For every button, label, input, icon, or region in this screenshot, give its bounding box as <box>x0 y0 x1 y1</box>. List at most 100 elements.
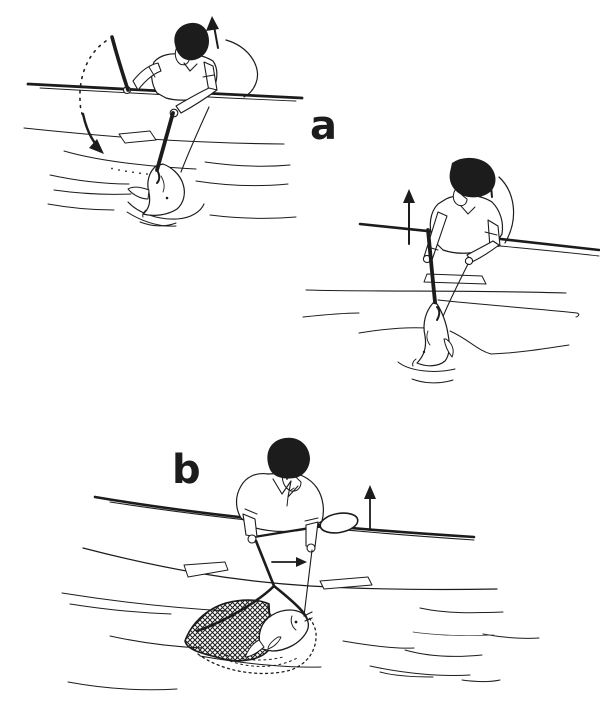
water-wave <box>369 665 471 677</box>
water-wave <box>61 592 228 612</box>
water-wave <box>404 649 483 657</box>
shirt-collar <box>460 205 476 215</box>
fish-tail <box>244 639 265 658</box>
gaff-hook <box>436 306 441 321</box>
fish <box>258 609 309 652</box>
water-waves <box>302 299 580 355</box>
fish-fin <box>267 636 282 650</box>
shirt-placket <box>286 496 289 507</box>
gaff-pole <box>155 111 175 172</box>
fish-mouth <box>304 617 313 622</box>
water-wave <box>69 603 172 615</box>
fisher-arm <box>305 521 319 548</box>
water-wave <box>449 330 570 355</box>
motion-curve <box>498 176 515 244</box>
fishing-line <box>180 106 210 173</box>
water-wave <box>358 327 428 334</box>
fisher-hair <box>174 22 209 61</box>
panel-label-a: a <box>310 103 337 149</box>
swing-arrowhead <box>89 139 104 154</box>
thwart-seat <box>423 273 487 285</box>
water-wave <box>412 631 495 636</box>
sleeve-cuff-line <box>484 231 498 236</box>
fisher-mouth <box>290 487 295 491</box>
fisher-hair <box>267 437 310 479</box>
fish-eye <box>422 350 426 354</box>
paddle-blade <box>319 512 359 534</box>
up-arrowhead <box>483 166 495 180</box>
water-wave <box>419 607 504 614</box>
boat-hull-waterline <box>305 289 567 294</box>
water-wave <box>204 161 291 167</box>
water-wave <box>482 633 540 639</box>
thwart-seat <box>319 576 373 590</box>
shirt-collar <box>183 62 198 72</box>
net-handle <box>254 539 276 588</box>
up-arrowhead <box>364 485 376 499</box>
water-wave <box>47 203 115 211</box>
foam-dots <box>111 167 148 175</box>
water-wave <box>461 679 501 682</box>
fish-mouth <box>412 358 417 367</box>
fisher-hair <box>449 157 496 198</box>
fisher-forearm <box>466 240 500 263</box>
fisher-hand <box>464 256 474 266</box>
sleeve-cuff-line <box>244 508 258 515</box>
fish <box>416 302 450 367</box>
net-bag-dotted <box>224 657 298 667</box>
fish-dorsal-fin <box>267 603 272 616</box>
net-bag-dotted <box>210 647 284 661</box>
water-wave <box>126 211 177 227</box>
fish-gill-line <box>290 615 297 631</box>
water-wave <box>49 174 130 185</box>
water-wave <box>63 150 197 170</box>
splash-ripple <box>411 378 454 384</box>
sleeve-cuff-line <box>304 517 319 522</box>
panel-a-step1 <box>23 16 304 227</box>
panel-b <box>61 437 540 691</box>
up-arrow-shaft <box>213 25 219 49</box>
sleeve-cuff-line <box>202 74 215 78</box>
water-wave <box>209 214 297 219</box>
fish-eye <box>294 620 298 624</box>
fishing-line <box>303 549 313 617</box>
fish-fin <box>443 338 454 358</box>
water-wave <box>53 189 132 195</box>
swing-path-dotted <box>79 40 107 117</box>
water-wave <box>379 671 434 678</box>
water-waves <box>47 150 297 227</box>
splash-ripple <box>139 221 177 227</box>
panel-label-b: b <box>172 447 201 493</box>
water-waves <box>61 592 540 691</box>
fisher-arm <box>242 513 258 538</box>
fish-gill-line <box>160 175 165 193</box>
fish-mouth <box>142 209 147 218</box>
sleeve-cuff-line <box>148 66 156 78</box>
fish-gill-line <box>426 330 431 346</box>
club-pole <box>110 35 130 92</box>
right-arrowhead <box>296 557 307 567</box>
boat-hull-waterline <box>82 547 498 591</box>
water-wave <box>195 180 289 187</box>
fisher-hand <box>247 534 257 544</box>
boat-hull-waterline <box>23 127 285 145</box>
fisher-forearm <box>175 87 218 114</box>
splash-ripple <box>127 201 205 220</box>
fish-mouth <box>303 611 313 617</box>
panel-a-step2 <box>302 157 600 384</box>
up-arrowhead <box>403 189 415 203</box>
water-wave <box>67 681 178 691</box>
water-wave <box>342 640 415 649</box>
gaff-hook <box>156 169 161 184</box>
water-wave <box>302 312 360 318</box>
thwart-seat <box>118 130 157 144</box>
net-bag-dotted <box>197 616 317 675</box>
up-arrowhead <box>206 16 219 31</box>
water-wave <box>437 299 580 318</box>
fisher-hand <box>306 543 316 553</box>
fish-fin <box>127 186 150 200</box>
splash-ripple <box>397 361 456 372</box>
fish-eye <box>165 196 169 200</box>
